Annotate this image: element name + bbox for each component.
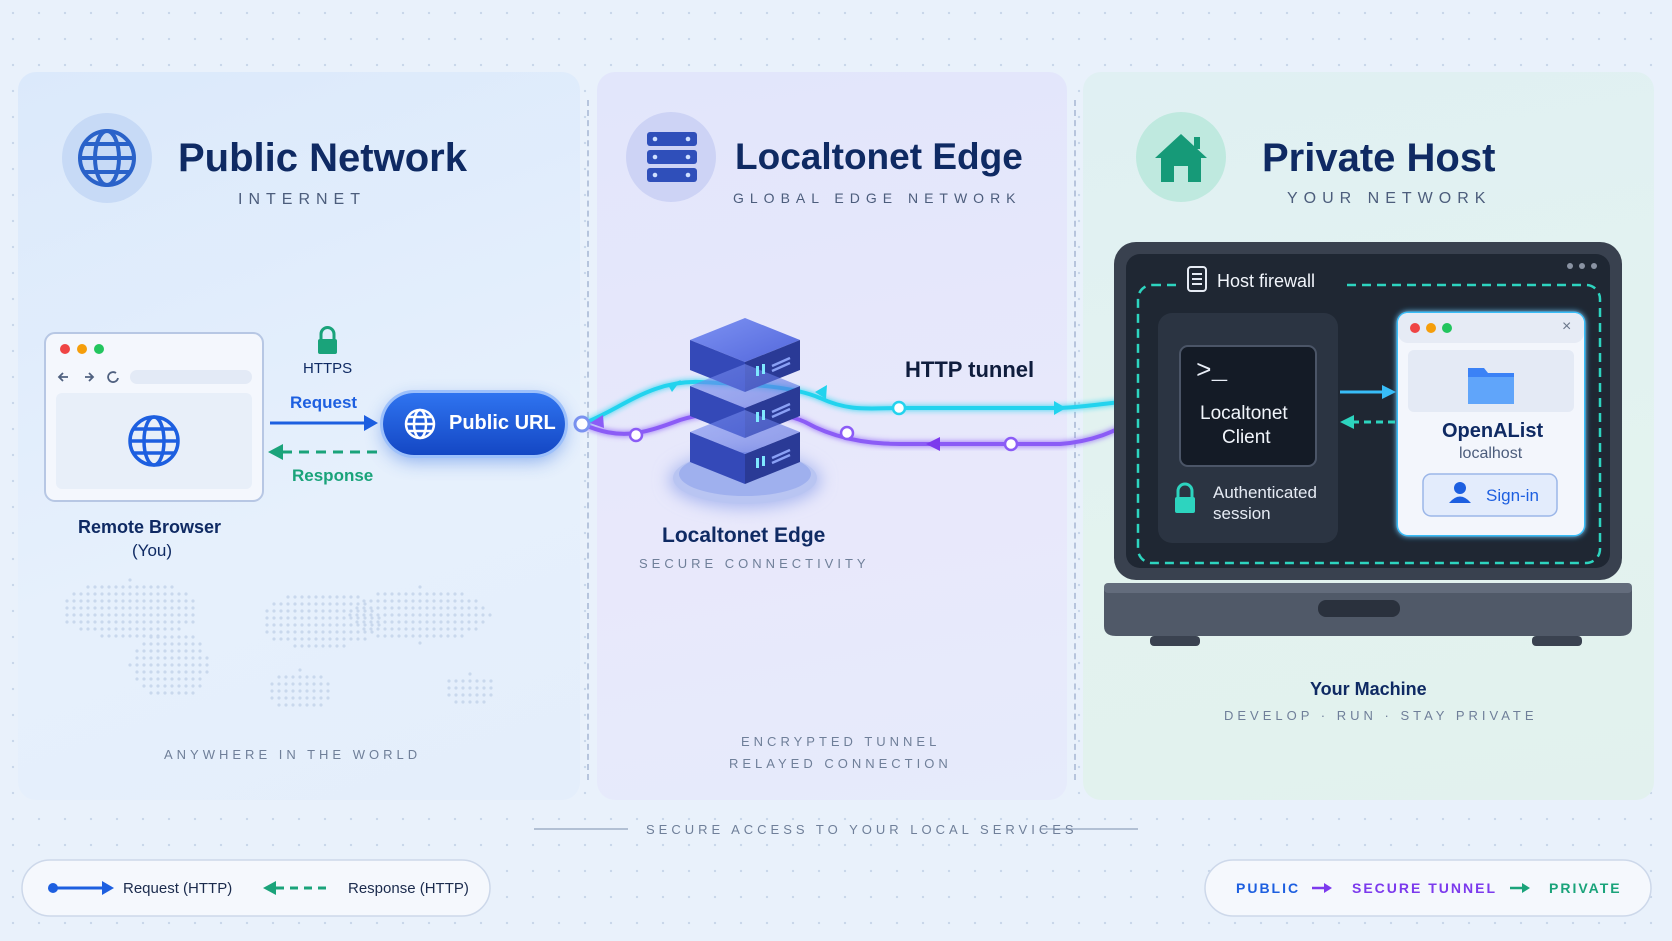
request-tunnel-line xyxy=(580,379,1160,426)
edge-footer-encrypted: ENCRYPTED TUNNEL xyxy=(741,734,941,749)
tunnel-lines xyxy=(580,379,1160,446)
public-network-subtitle: INTERNET xyxy=(238,191,366,208)
legend-panel xyxy=(21,859,491,917)
legend-response-label: Response (HTTP) xyxy=(348,880,469,897)
edge-server-label: Localtonet Edge xyxy=(662,524,826,547)
app-host: localhost xyxy=(1459,445,1523,462)
world-map-dots xyxy=(65,578,493,707)
panel-divider xyxy=(587,100,589,780)
edge-subtitle: GLOBAL EDGE NETWORK xyxy=(733,190,1022,206)
client-name-line1: Localtonet xyxy=(1200,403,1288,424)
private-host-subtitle: YOUR NETWORK xyxy=(1287,190,1492,207)
terminal-prompt-icon: >_ xyxy=(1196,356,1228,386)
auth-session-line1: Authenticated xyxy=(1213,483,1317,502)
response-tunnel-line xyxy=(580,408,1160,446)
panel-divider xyxy=(1074,100,1076,780)
request-label: Request xyxy=(290,393,358,412)
response-label: Response xyxy=(292,466,374,485)
public-footer: ANYWHERE IN THE WORLD xyxy=(164,747,422,762)
app-name: OpenAList xyxy=(1442,420,1544,442)
client-name-line2: Client xyxy=(1222,427,1271,448)
remote-browser-label: Remote Browser xyxy=(78,517,222,537)
laptop-illustration xyxy=(1104,242,1632,646)
host-firewall-boundary xyxy=(1136,283,1602,565)
flow-panel xyxy=(1204,859,1652,917)
flow-arrow-icon xyxy=(1312,883,1332,893)
public-network-title: Public Network xyxy=(178,136,467,180)
globe-icon xyxy=(62,113,152,203)
host-firewall-label: Host firewall xyxy=(1217,271,1316,291)
your-machine-sub: DEVELOP · RUN · STAY PRIVATE xyxy=(1224,708,1538,723)
bottom-center-caption: SECURE ACCESS TO YOUR LOCAL SERVICES xyxy=(646,822,1078,837)
public-url-label: Public URL xyxy=(449,412,556,434)
remote-browser-you-label: (You) xyxy=(132,541,173,560)
your-machine-label: Your Machine xyxy=(1310,679,1427,699)
response-arrow xyxy=(268,444,378,460)
request-arrow xyxy=(270,415,378,431)
server-stack-icon xyxy=(626,112,716,202)
legend-request-label: Request (HTTP) xyxy=(123,880,233,897)
flow-arrow-icon xyxy=(1510,883,1530,893)
legend-response-symbol xyxy=(263,881,332,895)
flow-tunnel-label: SECURE TUNNEL xyxy=(1352,880,1498,896)
remote-browser-window xyxy=(44,332,264,502)
edge-footer-relayed: RELAYED CONNECTION xyxy=(729,756,952,771)
close-icon[interactable]: × xyxy=(1562,318,1572,335)
flow-private-label: PRIVATE xyxy=(1549,880,1622,896)
signin-label: Sign-in xyxy=(1486,486,1539,505)
auth-session-line2: session xyxy=(1213,504,1271,523)
house-icon xyxy=(1136,112,1226,202)
edge-title: Localtonet Edge xyxy=(735,136,1023,177)
flow-public-label: PUBLIC xyxy=(1236,880,1301,896)
lock-icon xyxy=(318,326,337,354)
legend-request-symbol xyxy=(48,881,114,895)
edge-server-illustration xyxy=(669,318,821,508)
private-host-title: Private Host xyxy=(1262,136,1496,180)
https-label: HTTPS xyxy=(303,360,353,377)
edge-server-sub: SECURE CONNECTIVITY xyxy=(639,556,870,571)
http-tunnel-label: HTTP tunnel xyxy=(905,357,1035,382)
